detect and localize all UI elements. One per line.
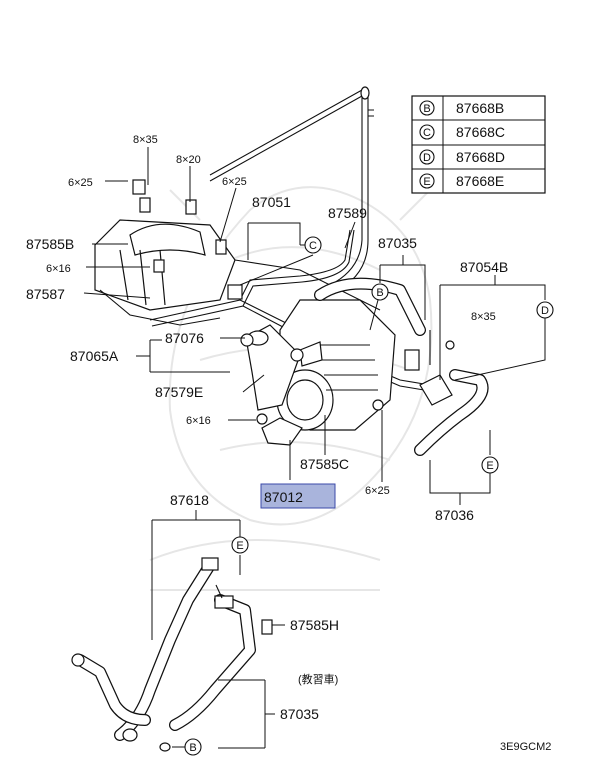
label-87051: 87051 (252, 194, 291, 210)
callout-e-right: E (486, 460, 493, 472)
engine-bracket-assembly (94, 179, 381, 326)
legend-part-87668e: 87668E (456, 173, 504, 189)
legend-table: B C D E 87668B 87668C 87668D 87668E (411, 95, 546, 194)
bolt-6x16-left: 6×16 (46, 263, 71, 275)
label-87589: 87589 (328, 205, 367, 221)
label-87587: 87587 (26, 286, 65, 302)
part-labels: 87051 87589 87035 87054B 87585B 87587 87… (26, 194, 551, 753)
pipe-lines (149, 86, 431, 392)
legend-symbol-d: D (423, 152, 431, 164)
label-87618: 87618 (170, 492, 209, 508)
label-87036: 87036 (435, 507, 474, 523)
compressor-87012 (276, 299, 396, 431)
discharge-hose-right (372, 330, 489, 456)
callout-d: D (541, 305, 549, 317)
callout-e-lower: E (236, 540, 243, 552)
label-87585c: 87585C (300, 456, 349, 472)
callout-b-upper: B (376, 287, 383, 299)
lower-hose-assembly (71, 557, 273, 752)
bolt-6x16-low: 6×16 (186, 415, 211, 427)
highlight-87012-box (260, 483, 336, 509)
callout-circles: C B D E E B (184, 236, 554, 756)
legend-part-87668b: 87668B (456, 100, 504, 116)
bolt-6x25-low: 6×25 (365, 485, 390, 497)
label-87076: 87076 (165, 330, 204, 346)
legend-part-87668c: 87668C (456, 124, 505, 140)
bolt-labels: 8×35 8×20 6×25 6×25 6×16 8×35 6×16 6×25 (46, 134, 496, 497)
bolt-8x35-top: 8×35 (133, 134, 158, 146)
label-87035-top: 87035 (378, 235, 417, 251)
leader-lines (83, 147, 546, 749)
bracket-bolts-lower (256, 413, 303, 446)
callout-b-lower: B (189, 742, 196, 754)
label-87579e: 87579E (155, 384, 203, 400)
legend-symbol-c: C (423, 127, 431, 139)
label-87035-bottom: 87035 (280, 706, 319, 722)
legend-symbol-b: B (423, 103, 430, 115)
callout-c: C (309, 240, 317, 252)
label-87012: 87012 (264, 489, 303, 505)
bolt-6x25-mid: 6×25 (222, 176, 247, 188)
label-87054b: 87054B (460, 259, 508, 275)
note-japanese: (教習車) (298, 672, 338, 686)
bolt-6x25-left: 6×25 (68, 177, 93, 189)
legend-symbol-e: E (423, 176, 430, 188)
label-87585b: 87585B (26, 236, 74, 252)
bolt-8x20: 8×20 (176, 154, 201, 166)
receiver-drier (240, 324, 304, 411)
bolt-8x35-right: 8×35 (471, 311, 496, 323)
label-87065a: 87065A (70, 348, 119, 364)
legend-part-87668d: 87668D (456, 149, 505, 165)
diagram-code: 3E9GCM2 (500, 741, 551, 753)
label-87585h: 87585H (290, 617, 339, 633)
suction-hose-upper (314, 277, 426, 336)
